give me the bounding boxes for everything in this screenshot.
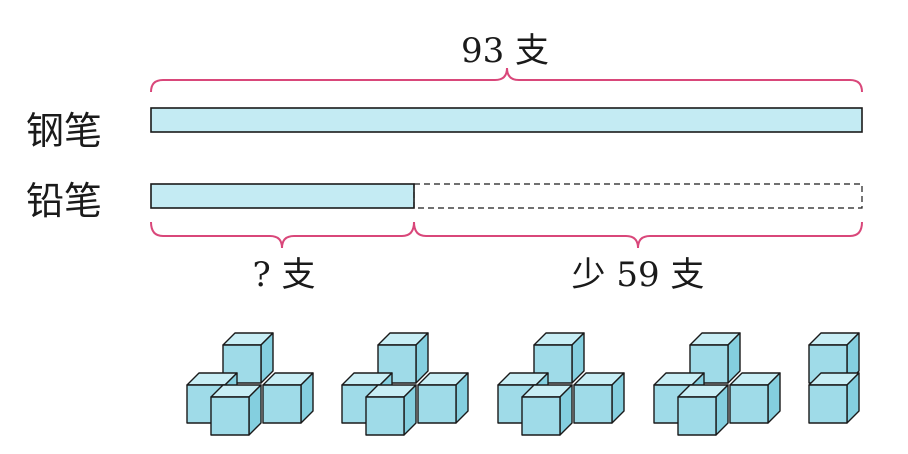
pen-bar [150, 107, 863, 133]
cube-front-face [210, 396, 250, 436]
total-brace [150, 67, 863, 93]
cube [677, 384, 729, 436]
cube-group-1 [186, 332, 314, 436]
cube-front-face [262, 384, 302, 424]
cube-front-face [808, 384, 848, 424]
cube [808, 372, 860, 424]
cube [417, 372, 469, 424]
cube-group-5 [808, 332, 860, 424]
cube-group-4 [653, 332, 781, 436]
pen-row-label: 钢笔 [26, 109, 102, 153]
unknown-brace [150, 221, 415, 249]
cube-front-face [677, 396, 717, 436]
cube-front-face [729, 384, 769, 424]
cube-group-2 [341, 332, 469, 436]
cube-front-face [417, 384, 457, 424]
cube [262, 372, 314, 424]
cube [365, 384, 417, 436]
cube-front-face [365, 396, 405, 436]
pencil-row-label: 铅笔 [26, 179, 102, 223]
cube [521, 384, 573, 436]
pencil-missing-segment [413, 183, 863, 209]
cube-front-face [521, 396, 561, 436]
difference-label: 少 59 支 [572, 255, 705, 295]
pencil-bar [150, 183, 415, 209]
cube-groups [186, 332, 860, 436]
total-label: 93 支 [461, 31, 549, 71]
cube-group-3 [497, 332, 625, 436]
cube-front-face [573, 384, 613, 424]
cube [729, 372, 781, 424]
cube [210, 384, 262, 436]
cube [573, 372, 625, 424]
difference-brace [413, 221, 863, 249]
unknown-label: ? 支 [252, 255, 315, 295]
